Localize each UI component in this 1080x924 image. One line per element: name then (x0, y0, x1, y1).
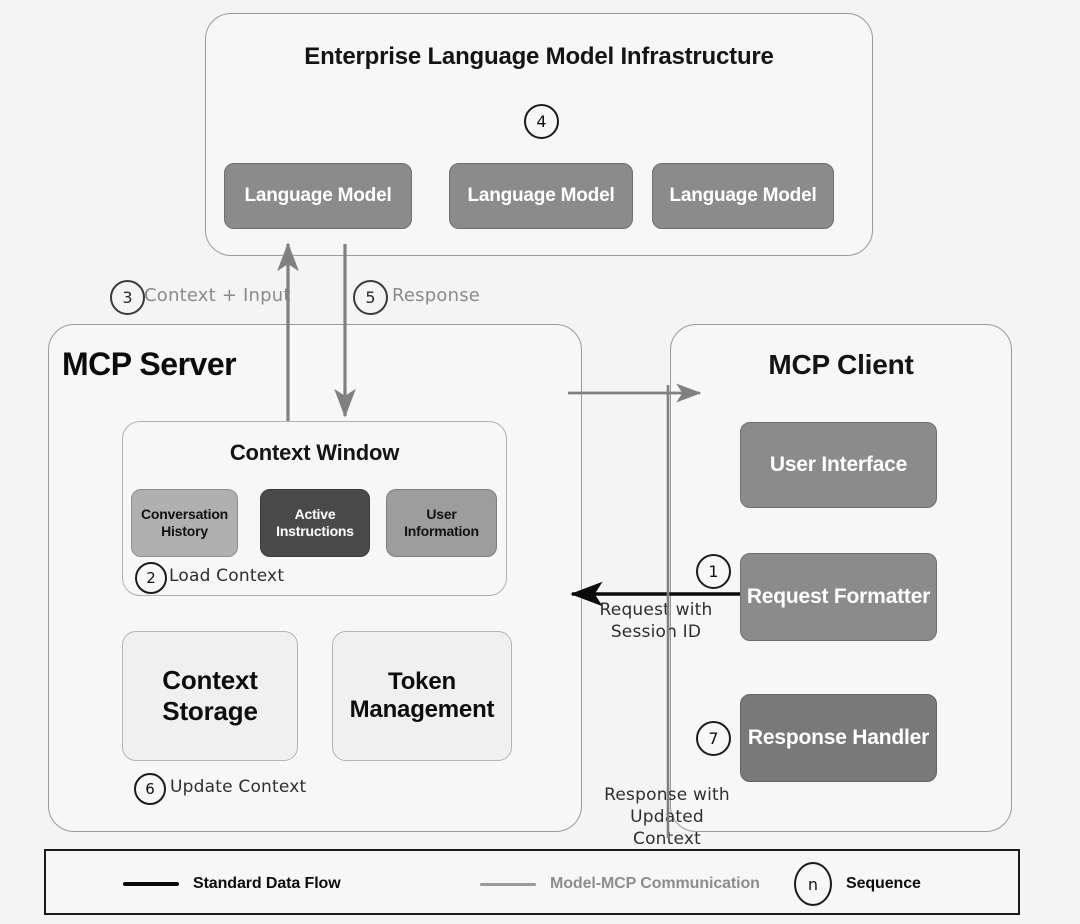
response-handler-block[interactable]: Response Handler (740, 694, 937, 782)
legend-label-sequence: Sequence (846, 875, 921, 892)
context-item-user-information[interactable]: User Information (386, 489, 497, 557)
context-item-active-instructions[interactable]: Active Instructions (260, 489, 370, 557)
sequence-badge-3: 3 (110, 280, 145, 315)
sequence-badge-icon: n (794, 862, 832, 906)
sequence-badge-2: 2 (135, 562, 167, 594)
language-model-block-1[interactable]: Language Model (224, 163, 412, 229)
mcp-server-title: MCP Server (62, 346, 237, 382)
context-input-label: Context + Input (144, 285, 291, 306)
sequence-badge-4: 4 (524, 104, 559, 139)
language-model-block-2[interactable]: Language Model (449, 163, 633, 229)
legend-item-sequence: n Sequence (794, 851, 921, 917)
legend-item-standard-data-flow: Standard Data Flow (123, 851, 341, 917)
token-management-block[interactable]: Token Management (332, 631, 512, 761)
sequence-badge-5: 5 (353, 280, 388, 315)
language-model-block-3[interactable]: Language Model (652, 163, 834, 229)
context-storage-block[interactable]: Context Storage (122, 631, 298, 761)
load-context-label: Load Context (169, 566, 285, 586)
legend-item-model-mcp-communication: Model-MCP Communication (480, 851, 760, 917)
legend-label-model-mcp-communication: Model-MCP Communication (550, 875, 760, 892)
sequence-badge-1: 1 (696, 554, 731, 589)
legend-panel: Standard Data Flow Model-MCP Communicati… (44, 849, 1020, 915)
request-formatter-block[interactable]: Request Formatter (740, 553, 937, 641)
update-context-label: Update Context (170, 777, 307, 797)
solid-black-line-icon (123, 882, 179, 886)
response-updated-context-label: Response with Updated Context (604, 785, 730, 849)
context-window-title: Context Window (229, 440, 400, 465)
legend-label-standard-data-flow: Standard Data Flow (193, 875, 341, 892)
infrastructure-title: Enterprise Language Model Infrastructure (304, 43, 774, 70)
sequence-badge-7: 7 (696, 721, 731, 756)
sequence-badge-6: 6 (134, 773, 166, 805)
request-session-id-label: Request with Session ID (599, 600, 713, 642)
response-label: Response (392, 285, 481, 306)
user-interface-block[interactable]: User Interface (740, 422, 937, 508)
mcp-client-title: MCP Client (768, 349, 914, 380)
context-item-conversation-history[interactable]: Conversation History (131, 489, 238, 557)
solid-gray-line-icon (480, 882, 536, 886)
